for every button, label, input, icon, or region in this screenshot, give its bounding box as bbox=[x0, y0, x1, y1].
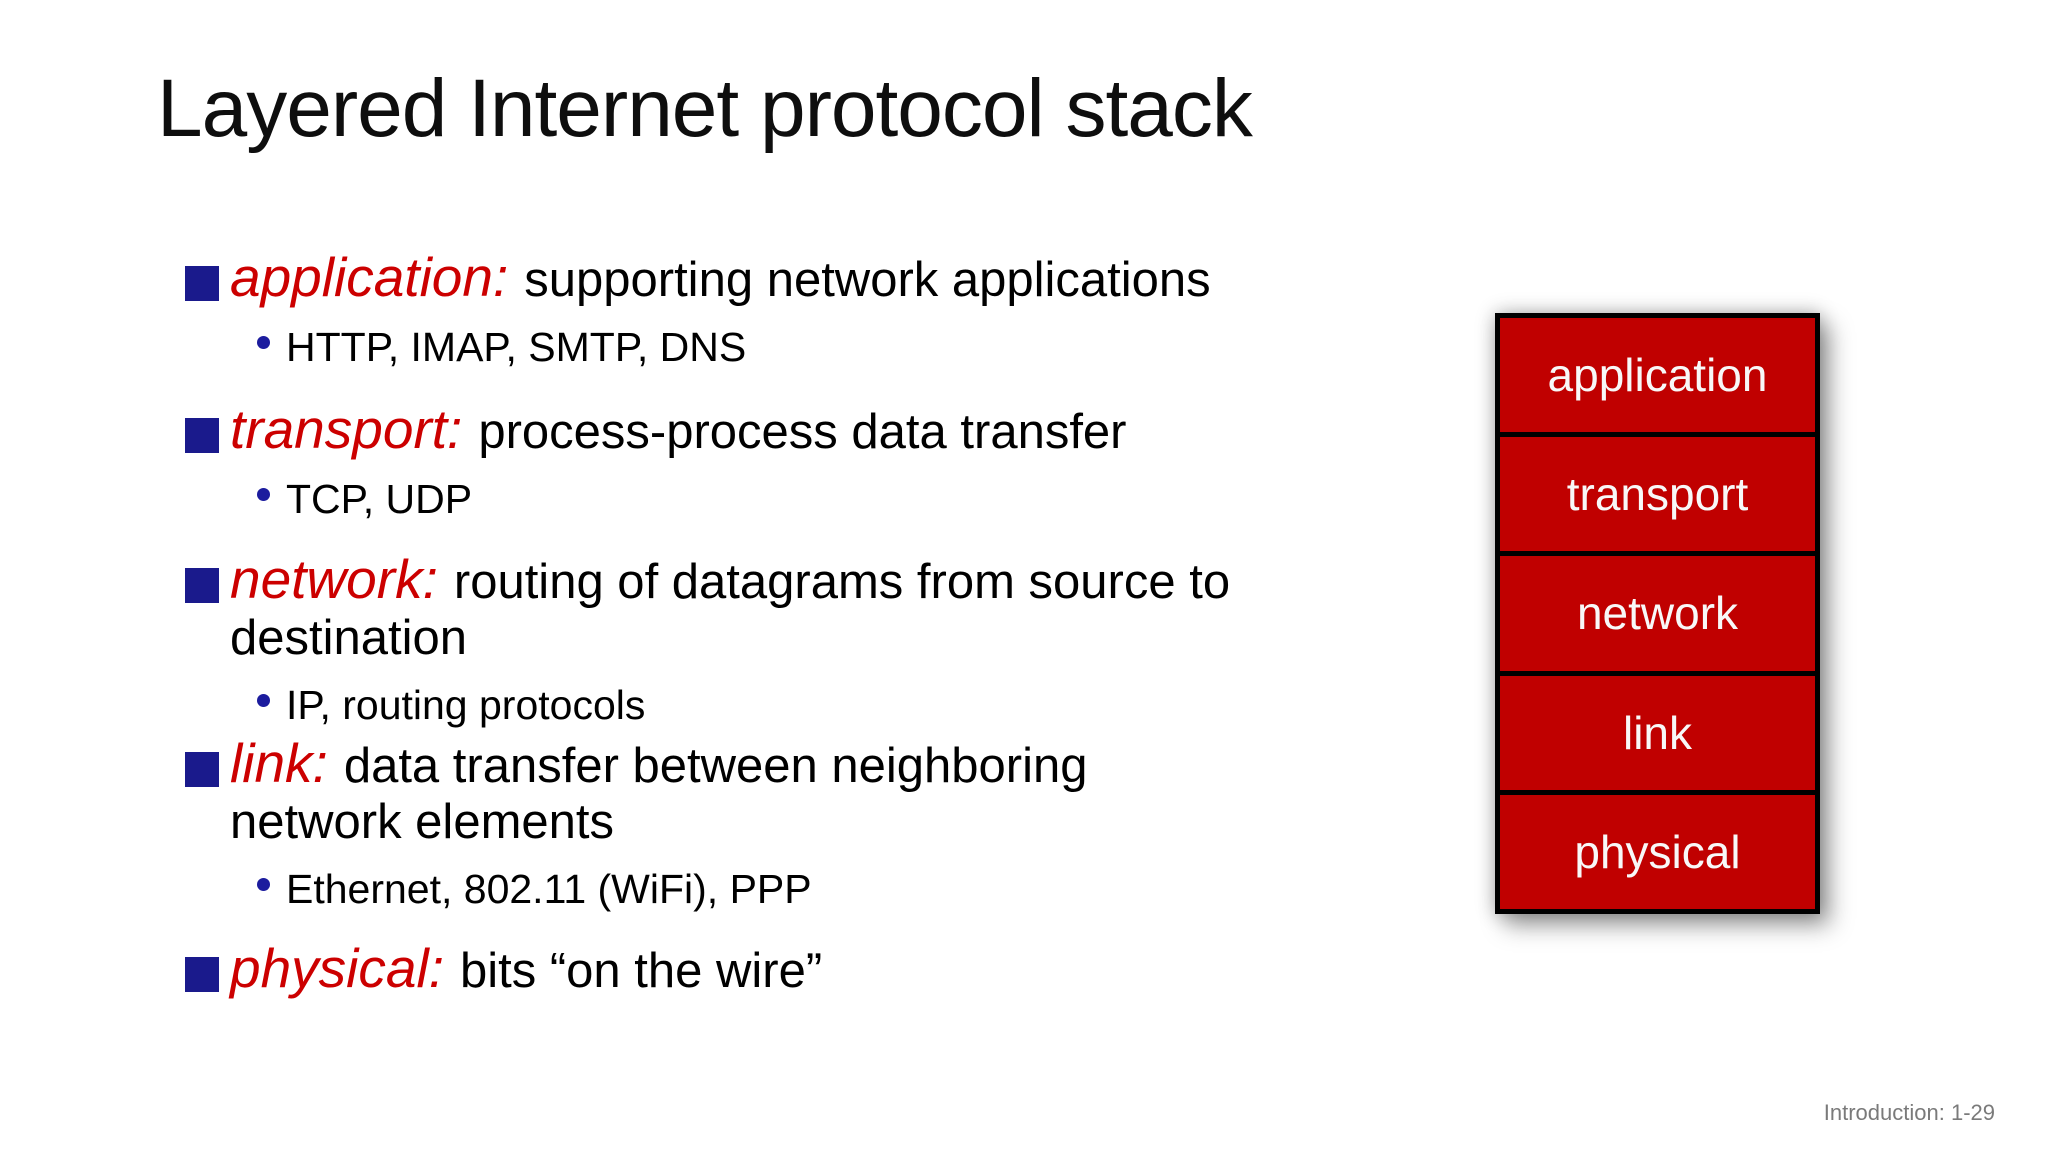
stack-layer-transport: transport bbox=[1500, 437, 1815, 552]
stack-layer-network: network bbox=[1500, 556, 1815, 671]
desc-link: data transfer between neighboring bbox=[343, 739, 1088, 793]
sub-bullet-line: Ethernet, 802.11 (WiFi), PPP bbox=[150, 864, 1470, 914]
term-application: application: bbox=[230, 246, 509, 308]
bullet-line: transport: process-process data transfer bbox=[150, 401, 1470, 460]
slide-title: Layered Internet protocol stack bbox=[157, 63, 1253, 154]
term-network: network: bbox=[230, 548, 438, 610]
term-transport: transport: bbox=[230, 398, 463, 460]
dot-bullet-icon bbox=[257, 694, 270, 707]
bullet-line: link: data transfer between neighboring bbox=[150, 735, 1470, 794]
square-bullet-icon bbox=[185, 568, 219, 603]
dot-bullet-icon bbox=[257, 878, 270, 891]
protocol-stack-diagram: application transport network link physi… bbox=[1495, 313, 1820, 914]
bullet-line: application: supporting network applicati… bbox=[150, 249, 1470, 308]
sub-bullet-line: IP, routing protocols bbox=[150, 680, 1470, 730]
square-bullet-icon bbox=[185, 957, 219, 992]
bullet-group-application: application: supporting network applicati… bbox=[150, 249, 1470, 372]
square-bullet-icon bbox=[185, 266, 219, 301]
stack-layer-link: link bbox=[1500, 675, 1815, 790]
examples-application: HTTP, IMAP, SMTP, DNS bbox=[286, 324, 747, 370]
sub-bullet-line: HTTP, IMAP, SMTP, DNS bbox=[150, 322, 1470, 372]
square-bullet-icon bbox=[185, 752, 219, 787]
bullet-line-continuation: destination bbox=[230, 611, 468, 665]
dot-bullet-icon bbox=[257, 488, 270, 501]
bullet-line: physical: bits “on the wire” bbox=[150, 940, 1470, 999]
desc-network: routing of datagrams from source to bbox=[453, 555, 1231, 609]
term-link: link: bbox=[230, 732, 328, 794]
bullet-line: network: routing of datagrams from source… bbox=[150, 551, 1470, 610]
term-physical: physical: bbox=[230, 937, 444, 999]
bullet-group-link: link: data transfer between neighboring n… bbox=[150, 735, 1470, 914]
bullet-group-transport: transport:process-process data transfer … bbox=[150, 401, 1470, 524]
slide-footer: Introduction: 1-29 bbox=[1823, 1100, 1995, 1125]
sub-bullet-line: TCP, UDP bbox=[150, 474, 1470, 524]
bullet-group-physical: physical: bits “on the wire” bbox=[150, 940, 1470, 999]
examples-transport: TCP, UDP bbox=[286, 476, 473, 522]
stack-layer-physical: physical bbox=[1500, 794, 1815, 909]
desc-physical: bits “on the wire” bbox=[459, 944, 823, 998]
bullet-group-network: network: routing of datagrams from source… bbox=[150, 551, 1470, 730]
stack-layer-application: application bbox=[1500, 318, 1815, 433]
square-bullet-icon bbox=[185, 418, 219, 453]
desc-application: supporting network applications bbox=[524, 253, 1211, 307]
desc-transport: process-process data transfer bbox=[478, 405, 1127, 459]
dot-bullet-icon bbox=[257, 336, 270, 349]
bullet-line-continuation: network elements bbox=[230, 795, 615, 849]
examples-link: Ethernet, 802.11 (WiFi), PPP bbox=[286, 866, 812, 912]
examples-network: IP, routing protocols bbox=[286, 682, 646, 728]
